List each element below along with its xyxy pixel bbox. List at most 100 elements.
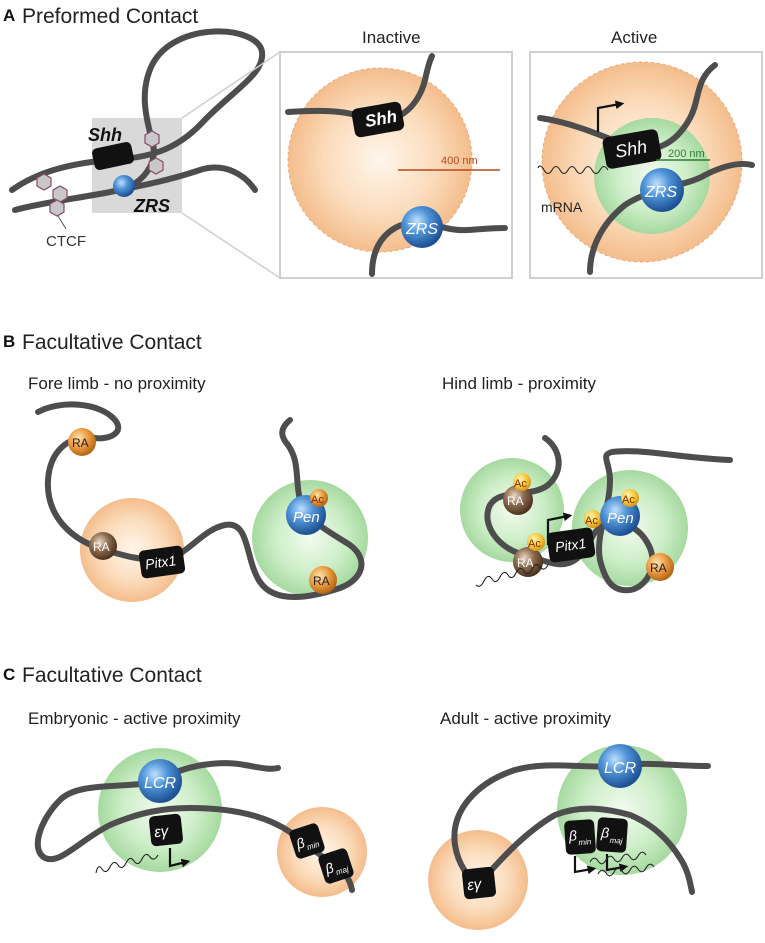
zoom-line-bottom [181, 212, 281, 279]
ra-label-hind-1: RA [507, 494, 524, 508]
adult-diagram: LCR εγ β min β maj [428, 744, 711, 930]
zrs-label-overview: ZRS [133, 196, 170, 216]
adult-title: Adult - active proximity [440, 709, 611, 728]
epsilon-gamma-gene-box-adult [462, 866, 496, 900]
ra-element-hind-2 [513, 547, 543, 577]
ra-element-fore-1 [68, 428, 96, 456]
ac-label-hind-ra2: Ac [528, 538, 541, 550]
panel-c: C Facultative Contact Embryonic - active… [3, 664, 711, 930]
zrs-label-active: ZRS [644, 184, 677, 201]
ra-label-fore-1: RA [72, 436, 89, 450]
ra-label-fore-2: RA [93, 540, 110, 554]
ac-mark-hind-ra2 [527, 533, 545, 551]
ctcf-hexagon [49, 199, 65, 217]
embryonic-title: Embryonic - active proximity [28, 709, 241, 728]
overview-locus: Shh ZRS CTCF [9, 28, 281, 279]
shh-gene-box-overview [92, 142, 134, 170]
panel-c-title: Facultative Contact [22, 664, 202, 687]
ra-element-fore-3 [309, 566, 337, 594]
zoom-line-top [181, 51, 281, 119]
ra-label-hind-3: RA [650, 561, 667, 575]
lcr-element-embryonic [138, 759, 182, 803]
beta-maj-gene-box-adult [596, 817, 628, 853]
shh-gene-box-active [602, 129, 662, 169]
ac-mark-fore-pen [310, 489, 328, 507]
fore-limb-diagram: RA RA Pitx1 Pen Ac RA [35, 401, 368, 602]
ra-element-hind-1 [503, 485, 533, 515]
shh-label-overview: Shh [88, 125, 122, 145]
chromatin-fiber-embryonic-top [157, 760, 281, 783]
panel-b-title: Facultative Contact [22, 331, 202, 354]
ac-mark-hind-pitx1 [584, 510, 602, 528]
hind-limb-title: Hind limb - proximity [442, 374, 596, 393]
ac-label-hind-ra1: Ac [514, 478, 527, 490]
epsilon-gamma-label-embryonic: εγ [153, 823, 170, 842]
pen-label-fore: Pen [293, 509, 320, 526]
active-label: Active [611, 28, 657, 47]
ra-element-fore-2 [89, 532, 117, 560]
fore-limb-green-domain [252, 480, 368, 596]
beta-maj-symbol-adult: β [600, 824, 610, 841]
panel-b: B Facultative Contact Fore limb - no pro… [3, 331, 733, 602]
ctcf-hexagon [36, 173, 52, 191]
inactive-label: Inactive [362, 28, 421, 47]
mrna-wave-adult-1 [589, 851, 647, 865]
chromatin-fiber-adult [451, 762, 695, 895]
panel-a-letter: A [3, 6, 15, 25]
beta-maj-subscript-embryonic: maj [335, 864, 350, 877]
transcription-arrow-embryonic [168, 848, 191, 868]
ra-label-hind-2: RA [517, 556, 534, 570]
ctcf-hexagon [148, 157, 164, 175]
ra-element-hind-3 [646, 553, 674, 581]
mrna-wave-hind [475, 563, 549, 587]
chromatin-fiber-hind-limb [484, 435, 733, 594]
mrna-wave-adult-2 [597, 863, 655, 877]
ra-label-fore-3: RA [313, 574, 330, 588]
beta-min-subscript-adult: min [578, 837, 592, 847]
beta-min-subscript-embryonic: min [306, 839, 322, 852]
active-state: Active Shh ZRS 200 nm mRNA [529, 28, 763, 279]
panel-a: A Preformed Contact Shh ZRS CTCF Inactiv [3, 5, 763, 279]
zrs-enhancer-inactive [401, 206, 443, 248]
shh-gene-box-inactive [351, 101, 405, 138]
lcr-label-adult: LCR [604, 760, 636, 777]
beta-maj-gene-box-embryonic [318, 848, 354, 884]
pitx1-gene-box-fore [138, 545, 186, 579]
beta-min-symbol-adult: β [567, 827, 577, 844]
beta-min-gene-box-adult [564, 819, 596, 855]
epsilon-gamma-label-adult: εγ [466, 876, 483, 895]
mrna-label: mRNA [541, 199, 583, 215]
scale-label-400nm: 400 nm [441, 155, 478, 167]
ac-mark-hind-pen [621, 489, 639, 507]
zrs-enhancer-overview [113, 175, 135, 197]
ctcf-hexagon [52, 185, 68, 203]
beta-maj-subscript-adult: maj [609, 836, 623, 846]
inactive-state: Inactive Shh ZRS 400 nm [279, 28, 513, 279]
pen-label-hind: Pen [607, 510, 634, 527]
ac-label-hind-pitx1: Ac [585, 515, 598, 527]
pitx1-label-hind: Pitx1 [554, 535, 587, 555]
lcr-element-adult [598, 744, 642, 788]
beta-min-gene-box-embryonic [289, 823, 325, 859]
ctcf-label: CTCF [46, 233, 86, 250]
zrs-label-inactive: ZRS [405, 221, 438, 238]
mrna-wave-active [537, 165, 609, 175]
hind-limb-diagram: RA Ac RA Ac Pitx1 Ac Pen Ac RA [460, 435, 733, 594]
ac-mark-hind-ra1 [513, 473, 531, 491]
ctcf-hexagon [144, 130, 160, 148]
fore-limb-title: Fore limb - no proximity [28, 374, 206, 393]
chromatin-fiber-embryonic [34, 777, 355, 893]
embryonic-diagram: LCR εγ β min β maj [34, 748, 367, 897]
transcription-arrow-adult-min [573, 856, 597, 875]
scale-label-200nm: 200 nm [668, 148, 705, 160]
transcription-arrow-active [596, 100, 625, 132]
ac-label-hind-pen: Ac [622, 494, 635, 506]
zrs-enhancer-active [640, 168, 684, 212]
ctcf-pointer-line [57, 215, 67, 230]
ac-label-fore-pen: Ac [311, 494, 324, 506]
lcr-label-embryonic: LCR [144, 775, 176, 792]
panel-a-title: Preformed Contact [22, 5, 198, 28]
panel-b-letter: B [3, 332, 15, 351]
epsilon-gamma-gene-box-embryonic [149, 813, 183, 847]
